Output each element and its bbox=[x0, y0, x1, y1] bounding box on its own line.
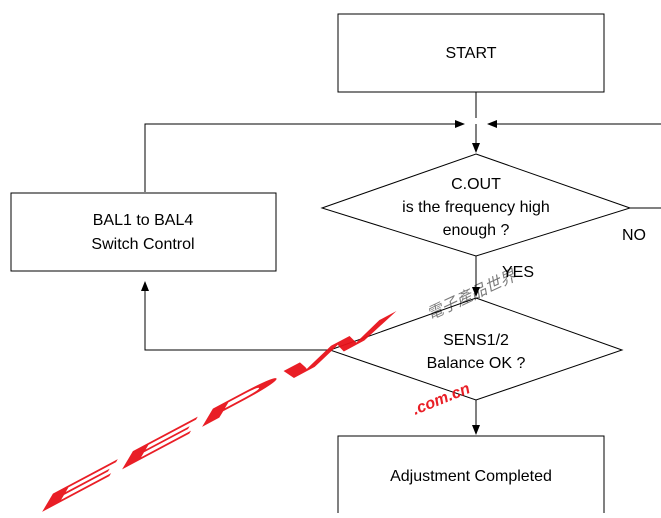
decision-frequency-line3: enough ? bbox=[443, 222, 510, 239]
decision-frequency-line2: is the frequency high bbox=[402, 199, 550, 216]
decision-balance: SENS1/2 Balance OK ? bbox=[328, 297, 624, 401]
start-label: START bbox=[446, 45, 497, 62]
start-box: START bbox=[337, 13, 605, 93]
process-line2: Switch Control bbox=[91, 236, 194, 253]
decision-frequency-line1: C.OUT bbox=[451, 176, 501, 193]
no-label: NO bbox=[622, 227, 646, 244]
decision-balance-line2: Balance OK ? bbox=[427, 355, 526, 372]
process-box-switch-control: BAL1 to BAL4 Switch Control bbox=[10, 192, 277, 272]
yes-label: YES bbox=[502, 264, 534, 281]
balance-no-return-line bbox=[141, 281, 330, 351]
end-label: Adjustment Completed bbox=[390, 468, 552, 485]
end-box: Adjustment Completed bbox=[337, 435, 605, 513]
decision-balance-line1: SENS1/2 bbox=[443, 332, 509, 349]
decision-frequency: C.OUT is the frequency high enough ? bbox=[320, 153, 632, 257]
loop-back-line bbox=[144, 120, 465, 192]
process-line1: BAL1 to BAL4 bbox=[93, 212, 194, 229]
